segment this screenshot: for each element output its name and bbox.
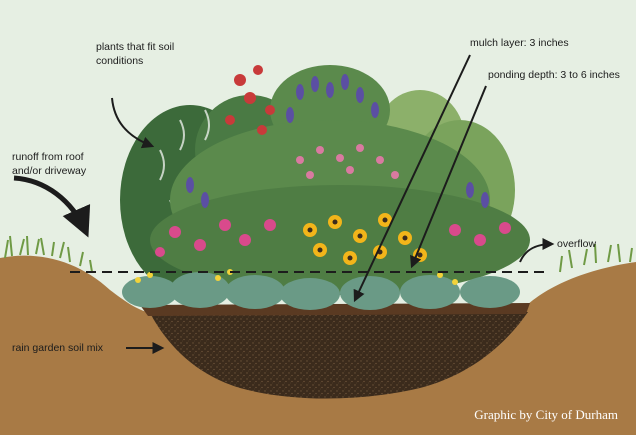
overflow-label: overflow [557,237,596,251]
ponding-label: ponding depth: 3 to 6 inches [488,68,620,82]
credit-text: Graphic by City of Durham [474,407,618,423]
soil-mix-label: rain garden soil mix [12,341,103,355]
mulch-label: mulch layer: 3 inches [470,36,569,50]
runoff-label: runoff from roof and/or driveway [12,150,112,178]
runoff-arrow [14,178,86,232]
plants-label: plants that fit soil conditions [96,40,176,68]
